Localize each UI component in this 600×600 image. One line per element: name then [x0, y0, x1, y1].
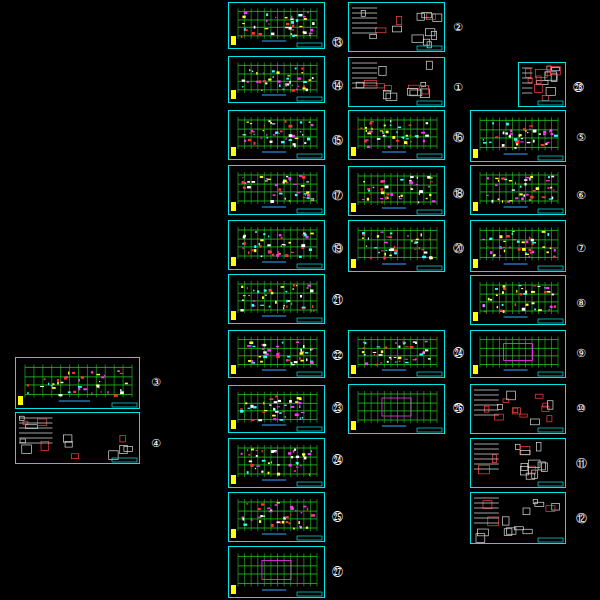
- sheet-drawing: [522, 66, 563, 105]
- drawing-sheet: ⑮: [228, 110, 325, 160]
- sheet-drawing: [231, 227, 322, 268]
- sheet-drawing: [473, 227, 563, 270]
- drawing-sheet: ㉑: [228, 274, 325, 324]
- sheet-drawing: [351, 173, 442, 214]
- drawing-sheet: ⑱: [348, 166, 445, 216]
- sheet-number: ⑦: [576, 242, 586, 256]
- sheet-drawing: [474, 498, 563, 542]
- sheet-number: ㉖: [453, 402, 464, 416]
- sheet-number: ⑫: [576, 512, 587, 526]
- sheet-drawing: [231, 392, 322, 431]
- sheet-number: ⑩: [576, 402, 586, 416]
- sheet-drawing: [231, 499, 322, 540]
- drawing-sheet: ⑥: [470, 165, 566, 215]
- sheet-drawing: [231, 337, 322, 376]
- drawing-sheet: ③: [15, 357, 140, 409]
- drawing-sheet: ⑰: [228, 165, 325, 215]
- drawing-sheet: ⑭: [228, 56, 325, 103]
- sheet-drawing: [473, 172, 563, 213]
- drawing-sheet: ⑪: [470, 438, 566, 488]
- sheet-number: ②: [453, 21, 463, 35]
- sheet-number: ⑬: [332, 36, 343, 50]
- sheet-number: ㉘: [573, 81, 584, 95]
- sheet-drawing: [351, 337, 442, 376]
- sheet-drawing: [352, 8, 442, 50]
- sheet-number: ㉕: [332, 511, 343, 525]
- sheet-number: ⑯: [453, 131, 464, 145]
- drawing-sheet: ㉒: [228, 330, 325, 378]
- sheet-number: ⑱: [453, 187, 464, 201]
- drawing-sheet: ㉔: [348, 330, 445, 378]
- drawing-sheet: ㉘: [518, 62, 566, 107]
- sheet-drawing: [351, 117, 442, 158]
- drawing-sheet: ⑩: [470, 384, 566, 434]
- sheet-drawing: [351, 391, 442, 432]
- sheet-number: ⑲: [332, 242, 343, 256]
- drawing-sheet: ㉗: [228, 546, 325, 598]
- sheet-number: ③: [151, 376, 161, 390]
- sheet-drawing: [231, 172, 322, 213]
- sheet-number: ⑤: [576, 131, 586, 145]
- sheet-drawing: [231, 117, 322, 158]
- sheet-drawing: [231, 281, 322, 322]
- sheet-number: ㉓: [332, 402, 343, 416]
- sheet-number: ㉗: [332, 566, 343, 580]
- drawing-sheet: ㉔: [228, 438, 325, 488]
- sheet-drawing: [231, 553, 322, 596]
- sheet-number: ⑨: [576, 347, 586, 361]
- drawing-sheet: ⑳: [348, 220, 445, 272]
- sheet-drawing: [352, 61, 442, 105]
- sheet-number: ⑳: [453, 242, 464, 256]
- sheet-number: ㉔: [332, 454, 343, 468]
- sheet-number: ⑪: [576, 457, 587, 471]
- sheet-number: ⑥: [576, 189, 586, 203]
- drawing-sheet: ①: [348, 57, 445, 107]
- drawing-sheet: ⑨: [470, 330, 566, 378]
- sheet-drawing: [351, 227, 442, 270]
- sheet-drawing: [473, 117, 563, 160]
- drawing-sheet: ②: [348, 2, 445, 52]
- drawing-sheet: ⑤: [470, 110, 566, 162]
- drawing-sheet: ㉖: [348, 384, 445, 434]
- sheet-number: ①: [453, 81, 463, 95]
- drawing-sheet: ⑦: [470, 220, 566, 272]
- sheet-number: ⑭: [332, 79, 343, 93]
- drawing-sheet: ④: [15, 412, 140, 464]
- sheet-drawing: [18, 364, 137, 407]
- sheet-drawing: [474, 442, 563, 486]
- sheet-drawing: [231, 62, 322, 101]
- sheet-number: ⑧: [576, 297, 586, 311]
- drawing-sheet: ⑲: [228, 220, 325, 270]
- drawing-sheet: ⑫: [470, 492, 566, 544]
- drawing-sheet: ⑧: [470, 275, 566, 325]
- sheet-drawing: [231, 8, 322, 47]
- sheet-drawing: [473, 337, 563, 376]
- sheet-number: ⑰: [332, 189, 343, 203]
- drawing-sheet: ⑬: [228, 2, 325, 49]
- sheet-number: ㉑: [332, 294, 343, 308]
- sheet-drawing: [19, 416, 137, 462]
- sheet-number: ㉒: [332, 349, 343, 363]
- sheet-drawing: [474, 390, 563, 432]
- drawing-sheet: ㉕: [228, 492, 325, 542]
- sheet-number: ⑮: [332, 134, 343, 148]
- sheet-number: ㉔: [453, 347, 464, 361]
- sheet-number: ④: [151, 437, 161, 451]
- drawing-sheet: ⑯: [348, 110, 445, 160]
- sheet-drawing: [473, 282, 563, 323]
- drawing-sheet: ㉓: [228, 385, 325, 433]
- sheet-drawing: [231, 445, 322, 486]
